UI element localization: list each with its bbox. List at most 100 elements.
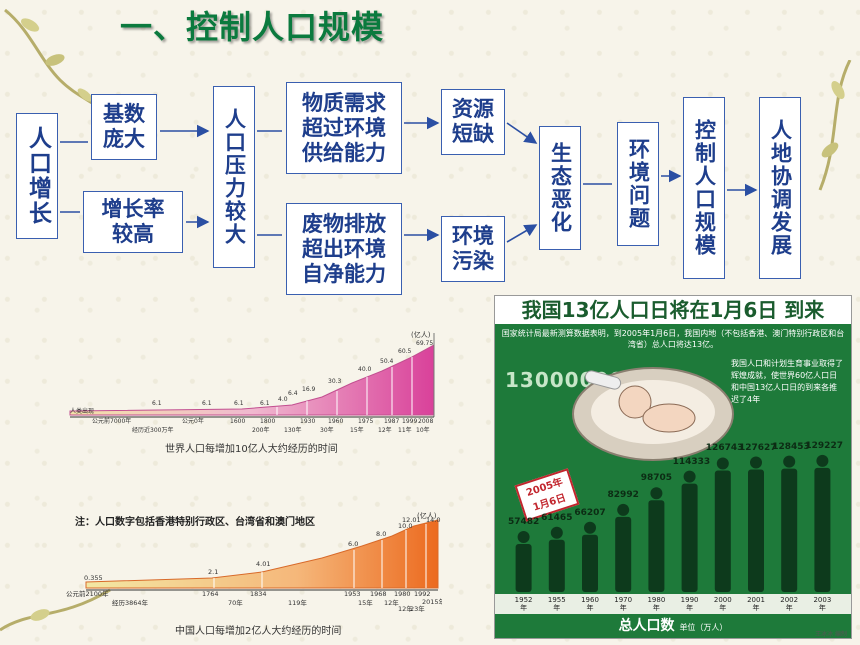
world-span-label: 15年 (350, 426, 364, 434)
panel-credit: 王冰冰 编制 (815, 631, 847, 638)
bar-value-label: 82992 (607, 489, 639, 500)
world-span-label: 130年 (284, 426, 301, 434)
box-harmonious-development: 人地协调发展 (759, 97, 801, 279)
year-label: 2002 年 (780, 596, 799, 612)
box-high-growth-rate: 增长率 较高 (83, 191, 183, 253)
bar-value-label: 114333 (672, 456, 711, 467)
panel-footer: 总人口数 单位（万人） (495, 614, 851, 638)
china-value-label: 4.01 (256, 560, 270, 568)
world-span-label: 30年 (320, 426, 334, 434)
year-label: 1960 年 (581, 596, 599, 612)
china-value-label: 10.0 (398, 522, 412, 530)
bar-value-label: 129227 (805, 440, 843, 451)
china-span-label: 23年 (410, 604, 425, 612)
vine-decoration-bottom (0, 588, 111, 632)
population-bar (714, 457, 731, 592)
baby-illustration (572, 367, 734, 461)
china-span-label: 12年 (384, 598, 399, 607)
world-value-label: 69.75 (416, 340, 433, 347)
china-value-label: 14.0 (426, 516, 440, 524)
world-year-label: 1960 (328, 418, 343, 425)
china-value-label: 12.01 (402, 516, 421, 524)
year-label: 1952 年 (514, 596, 533, 612)
world-span-label: 200年 (252, 426, 269, 434)
panel-note: 我国人口和计划生育事业取得了辉煌成就，使世界60亿人口日和中国13亿人口日的到来… (731, 359, 843, 404)
china-value-label: 0.355 (84, 574, 103, 582)
world-year-label: 公元前7000年 (92, 417, 131, 425)
china-value-label: 6.0 (348, 540, 358, 548)
world-span-label: 经历近300万年 (132, 426, 173, 434)
bar-value-label: 61465 (541, 512, 573, 523)
bar-value-label: 57482 (507, 516, 540, 527)
world-year-label: 2008 (418, 418, 433, 425)
china-year-label: 1992 (414, 590, 431, 598)
china-span-label: 12年 (398, 604, 413, 612)
world-span-label: 10年 (416, 426, 430, 434)
flow-connectors (60, 116, 758, 243)
population-bar-chart (515, 454, 831, 592)
world-value-label: 6.1 (234, 400, 244, 407)
world-chart-unit: (亿人) (411, 330, 431, 339)
world-span-label: 11年 (398, 426, 412, 434)
box-eco-degradation: 生态恶化 (539, 126, 581, 250)
world-value-label: 6.4 (288, 390, 298, 397)
world-value-label: 6.1 (260, 400, 270, 407)
panel-title: 我国13亿人口日将在1月6日 到来 (521, 298, 825, 322)
year-label: 1970 年 (614, 596, 633, 612)
china-13-billion-panel: 我国13亿人口日将在1月6日 到来 国家统计局最新测算数据表明，到2005年1月… (494, 295, 852, 639)
china-year-label: 1980 (394, 590, 411, 598)
world-population-chart: (亿人) 人类出现 公元前7000年 公元0年 1600 1800 1930 1… (69, 330, 435, 434)
china-span-label: 119年 (288, 598, 307, 607)
population-bar (582, 521, 598, 592)
bar-value-label: 66207 (574, 507, 606, 518)
population-bar (515, 530, 532, 592)
year-label: 2000 年 (713, 596, 732, 612)
box-resource-shortage: 资源 短缺 (441, 89, 505, 155)
china-chart-note: 注：人口数字包括香港特别行政区、台湾省和澳门地区 (75, 517, 315, 528)
world-value-label: 6.1 (202, 400, 212, 407)
footer-unit: 单位（万人） (679, 623, 728, 632)
world-year-label: 公元0年 (182, 417, 204, 425)
population-bar (814, 454, 831, 592)
population-bar (548, 526, 565, 592)
china-population-chart: (亿人) 0.355 2.1 4.01 6.0 8.0 10.0 12.01 1… (66, 512, 442, 612)
box-material-demand: 物质需求 超过环境 供给能力 (286, 82, 402, 174)
box-control-population: 控制人口规模 (683, 97, 725, 279)
bar-value-label: 126743 (705, 443, 744, 454)
china-value-label: 8.0 (376, 530, 386, 538)
year-label: 1990 年 (680, 596, 699, 612)
box-large-base: 基数 庞大 (91, 94, 157, 160)
world-chart-caption: 世界人口每增加10亿人大约经历的时间 (165, 444, 338, 455)
world-year-label: 1800 (260, 418, 275, 425)
box-population-pressure: 人口压力较大 (213, 86, 255, 268)
world-year-label: 1600 (230, 418, 245, 425)
china-year-label: 1953 (344, 590, 361, 598)
bar-value-label: 98705 (640, 473, 673, 484)
world-value-label: 6.1 (152, 400, 162, 407)
china-chart-caption: 中国人口每增加2亿人大约经历的时间 (175, 626, 342, 637)
panel-description: 国家统计局最新测算数据表明，到2005年1月6日，我国内地（不包括香港、澳门特别… (501, 329, 845, 349)
china-year-label: 1968 (370, 590, 387, 598)
china-year-label: 2015年 (422, 597, 442, 606)
year-axis (495, 594, 851, 614)
china-year-label: 1834 (250, 590, 267, 598)
world-value-label: 30.3 (328, 378, 342, 385)
china-value-label: 2.1 (208, 568, 218, 576)
world-value-label: 4.0 (278, 396, 288, 403)
year-label: 1980 年 (647, 596, 666, 612)
population-bar (781, 455, 798, 592)
population-bar (681, 470, 698, 592)
china-year-label: 公元前2100年 (66, 589, 109, 598)
world-year-label: 1975 (358, 418, 373, 425)
box-waste-discharge: 废物排放 超出环境 自净能力 (286, 203, 402, 295)
bar-value-label: 128453 (772, 441, 810, 452)
box-population-growth: 人口增长 (16, 113, 58, 239)
world-value-label: 40.0 (358, 366, 372, 373)
year-label: 1955 年 (547, 596, 566, 612)
box-env-pollution: 环境 污染 (441, 216, 505, 282)
china-chart-unit: (亿人) (417, 512, 437, 520)
page-title: 一、控制人口规模 (120, 8, 385, 46)
world-year-label: 1930 (300, 418, 315, 425)
world-origin-label: 人类出现 (70, 407, 94, 415)
footer-title: 总人口数 (618, 618, 675, 634)
